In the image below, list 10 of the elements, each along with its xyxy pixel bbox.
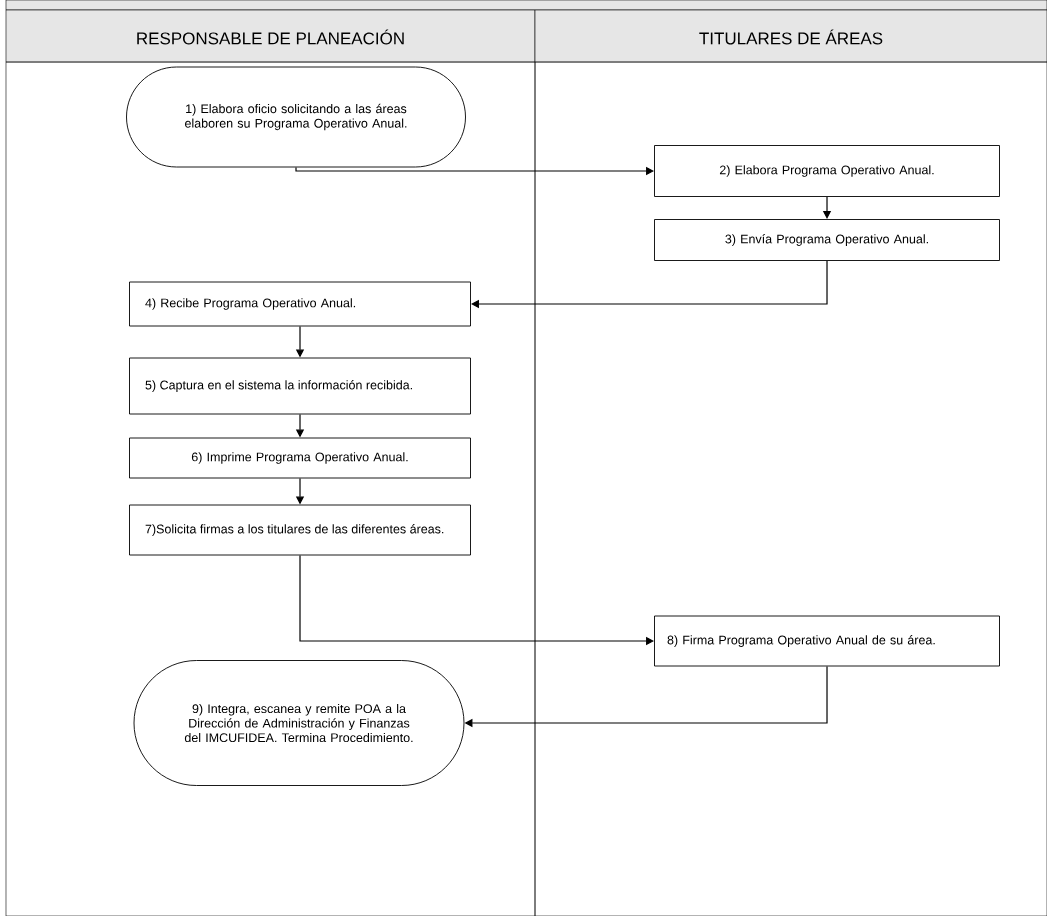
arrow — [471, 260, 828, 309]
process-box: 6) Imprime Programa Operativo Anual. — [129, 437, 471, 479]
process-box: 4) Recibe Programa Operativo Anual. — [129, 281, 471, 327]
process-box: 7)Solicita firmas a los titulares de las diferentes áreas. — [129, 504, 471, 556]
node-label: TITULARES DE ÁREAS — [699, 29, 883, 45]
node-label: RESPONSABLE DE PLANEACIÓN — [137, 29, 404, 45]
process-box: 5) Captura en el sistema la información recibida. — [129, 357, 471, 415]
process-box: 3) Envía Programa Operativo Anual. — [654, 219, 1000, 261]
process-box: 2) Elabora Programa Operativo Anual. — [654, 145, 1000, 197]
process-box: 8) Firma Programa Operativo Anual de su área. — [654, 615, 1000, 667]
